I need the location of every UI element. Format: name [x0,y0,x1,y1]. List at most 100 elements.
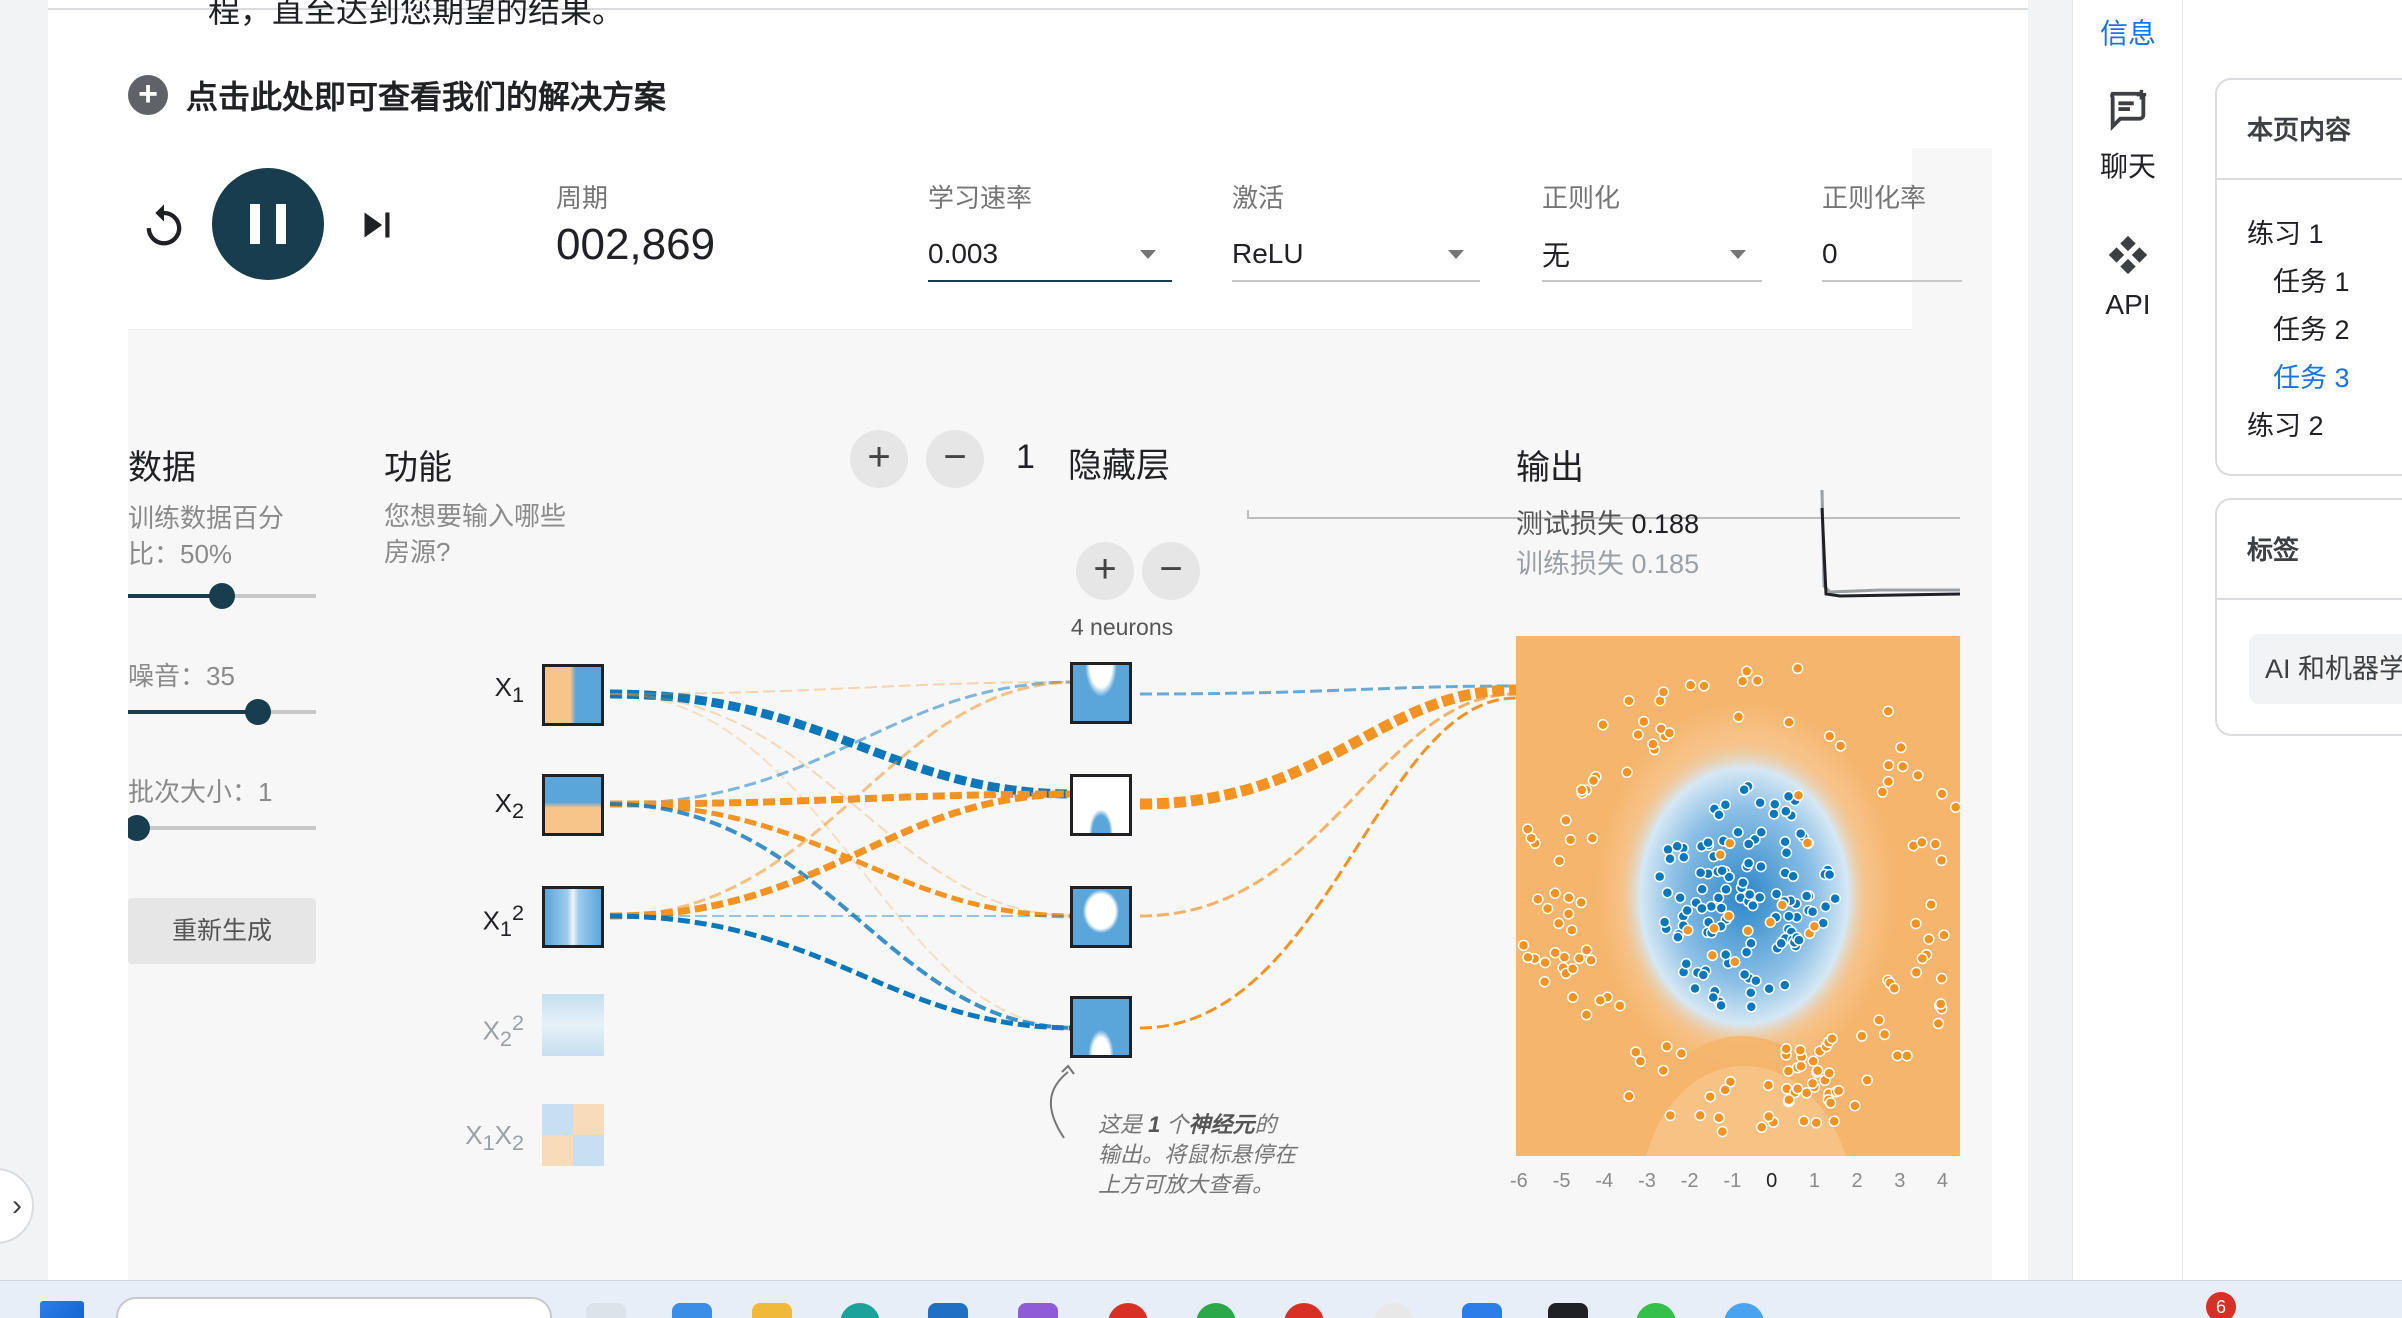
data-point [1949,801,1960,813]
add-neuron-button[interactable]: + [1076,542,1134,600]
data-point [1932,1017,1945,1030]
step-button[interactable] [352,200,402,250]
feature-node-x2[interactable] [542,774,604,836]
folder-icon[interactable] [752,1303,792,1318]
learning-rate-select[interactable]: 0.003 [928,228,1172,282]
feature-label-sub: 1 [511,682,524,708]
toc-title: 本页内容 [2217,80,2402,180]
taskbar-search-box[interactable] [116,1297,552,1318]
link-x2-n3[interactable] [609,801,1077,919]
hidden-neuron-1[interactable] [1070,662,1132,724]
chrome-icon[interactable] [1284,1303,1324,1318]
link-x1-n1[interactable] [609,681,1077,695]
slider-knob[interactable] [209,583,235,609]
chrome-icon[interactable] [1108,1303,1148,1318]
toc-item-exercise-2[interactable]: 练习 2 [2247,411,2324,441]
hidden-neuron-3[interactable] [1070,886,1132,948]
slider-knob[interactable] [128,815,150,841]
data-point [1564,833,1577,846]
link-x2-n1[interactable] [609,680,1077,806]
solution-toggle[interactable]: + 点击此处即可查看我们的解决方案 [128,72,666,118]
regularization-select[interactable]: 无 [1542,228,1762,282]
callout-text: 个 [1166,1112,1189,1137]
data-point [1762,1079,1775,1092]
toc-item-task-1[interactable]: 任务 1 [2273,267,2350,297]
data-point [1719,948,1732,961]
features-title: 功能 [384,449,452,487]
rail-item-api[interactable]: API [2073,232,2183,321]
data-point [1630,1046,1642,1058]
data-point [1722,910,1735,922]
data-point [1580,944,1593,956]
chat-app-icon[interactable] [1196,1303,1236,1318]
data-point [1715,999,1727,1012]
data-point [1724,837,1736,850]
taskbar-app-icon[interactable] [1548,1303,1588,1318]
pause-button[interactable] [212,168,324,280]
remove-layer-button[interactable]: − [926,430,984,488]
callout-text: 的输出。将鼠标悬停在上方可放大查看。 [1098,1112,1297,1197]
feature-label-x1: X1 [494,672,524,708]
data-point [1539,956,1551,969]
slider-knob[interactable] [245,699,271,725]
regularization-rate-value: 0 [1822,238,1838,269]
hidden-neuron-2[interactable] [1070,774,1132,836]
regularization-rate-select[interactable]: 0 [1822,228,1962,282]
link-n1-out[interactable] [1139,684,1517,696]
link-n2-out[interactable] [1139,684,1517,810]
data-point [1819,900,1832,913]
taskbar-app-icon[interactable] [672,1303,712,1318]
rail-item-label: 聊天 [2099,151,2156,182]
link-n3-out[interactable] [1139,692,1517,918]
link-x1sq-n1[interactable] [609,680,1077,918]
rail-item-info[interactable]: 信息 [2073,6,2183,52]
remove-neuron-button[interactable]: − [1142,542,1200,600]
link-x2-n4[interactable] [609,802,1077,1030]
link-n4-out[interactable] [1139,696,1517,1030]
link-x1sq-n2[interactable] [609,790,1077,920]
add-layer-button[interactable]: + [850,430,908,488]
regenerate-button[interactable]: 重新生成 [128,898,316,964]
data-point [1823,1067,1835,1079]
taskbar-app-icon[interactable] [1636,1303,1676,1318]
edge-icon[interactable] [840,1303,880,1318]
link-x1-n3[interactable] [609,693,1077,917]
data-point [1878,1028,1891,1041]
taskbar-app-icon[interactable] [1724,1303,1764,1318]
toc-item-exercise-1[interactable]: 练习 1 [2247,219,2324,249]
test-loss-label: 测试损失 [1516,509,1624,539]
data-point [1755,826,1768,839]
data-point [1791,662,1804,675]
link-x1-n2[interactable] [609,689,1077,799]
train-ratio-slider[interactable] [128,583,316,609]
hidden-neuron-4[interactable] [1070,996,1132,1058]
data-point [1934,998,1947,1010]
taskbar-app-icon[interactable] [586,1303,626,1318]
toc-item-task-2[interactable]: 任务 2 [2273,315,2350,345]
activation-select[interactable]: ReLU [1232,228,1480,282]
batch-size-slider[interactable] [128,815,316,841]
link-x1-n4[interactable] [609,693,1077,1029]
chevron-down-icon [1448,249,1464,259]
feature-node-x1x2[interactable] [542,1104,604,1166]
visual-studio-icon[interactable] [1018,1303,1058,1318]
link-x1sq-n4[interactable] [609,913,1077,1031]
taskbar-app-icon[interactable] [1462,1303,1502,1318]
output-heatmap[interactable] [1516,636,1960,1156]
feature-node-x1-squared[interactable] [542,886,604,948]
data-point [1769,798,1781,810]
noise-slider[interactable] [128,699,316,725]
data-point [1664,853,1676,865]
taskbar-app-icon[interactable] [1374,1303,1414,1318]
feature-node-x1[interactable] [542,664,604,726]
windows-start-icon[interactable] [40,1301,84,1318]
tag-chip[interactable]: AI 和机器学 [2249,634,2402,704]
feature-node-x2-squared[interactable] [542,994,604,1056]
reset-button[interactable] [138,200,190,252]
data-point [1806,1077,1819,1090]
toc-item-task-3[interactable]: 任务 3 [2273,363,2350,393]
store-icon[interactable] [928,1303,968,1318]
data-point [1661,887,1674,899]
data-point [1891,1049,1904,1062]
rail-item-chat[interactable]: 聊天 [2073,88,2183,185]
